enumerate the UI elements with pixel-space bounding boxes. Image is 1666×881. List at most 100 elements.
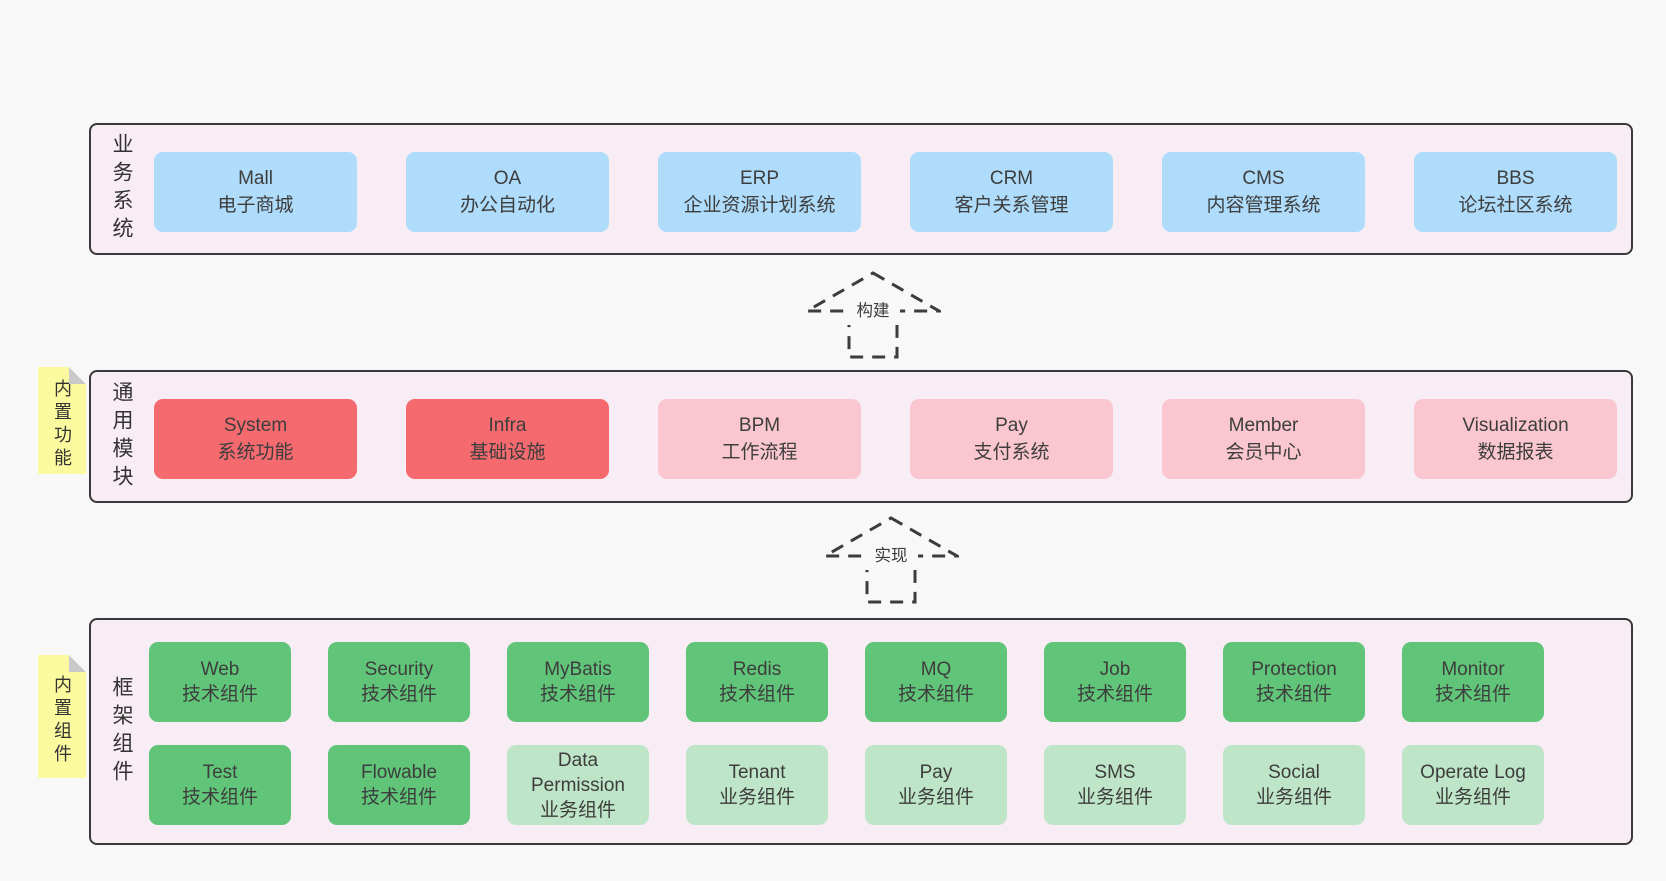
box-title: Operate Log [1420,762,1526,783]
note-label: 内置组件 [52,674,72,767]
box-infra: Infra 基础设施 [406,399,609,479]
arrow-implement-label: 实现 [875,546,908,565]
box-title: Mall [238,168,273,189]
box-title: System [223,415,288,436]
box-title: Social [1268,762,1320,783]
box-subtitle: 业务组件 [1434,787,1511,808]
box-subtitle: 技术组件 [360,684,437,705]
note-fold-corner-icon [69,367,86,384]
modules-boxes-row: System 系统功能 Infra 基础设施 BPM 工作流程 Pay 支付系统… [154,399,1617,479]
box-subtitle: 技术组件 [897,684,974,705]
box-title: CRM [989,168,1034,189]
box-oa: OA 办公自动化 [406,152,609,232]
box-subtitle: 电子商城 [217,195,294,216]
box-title: Security [364,659,434,680]
box-subtitle: 会员中心 [1225,442,1302,463]
box-subtitle: 技术组件 [1434,684,1511,705]
sticky-note-builtin-components: 内置组件 [38,655,86,778]
box-social: Social 业务组件 [1223,745,1365,825]
box-title: BPM [738,415,781,436]
framework-row-2: Test 技术组件 Flowable 技术组件 Data Permission … [149,745,1544,825]
arrow-up-implement-icon: 实现 [823,516,959,604]
box-bpm: BPM 工作流程 [658,399,861,479]
box-bbs: BBS 论坛社区系统 [1414,152,1617,232]
box-title: Redis [732,659,782,680]
box-system: System 系统功能 [154,399,357,479]
box-pay-biz: Pay 业务组件 [865,745,1007,825]
box-subtitle: 企业资源计划系统 [683,195,836,216]
panel-framework-components: 框架组件 Web 技术组件 Security 技术组件 MyBatis 技术组件… [89,618,1633,845]
box-tenant: Tenant 业务组件 [686,745,828,825]
box-title: Test [202,762,238,783]
panel-business-systems: 业务系统 Mall 电子商城 OA 办公自动化 ERP 企业资源计划系统 CRM… [89,123,1633,255]
box-mybatis: MyBatis 技术组件 [507,642,649,722]
box-pay: Pay 支付系统 [910,399,1113,479]
box-subtitle: 业务组件 [718,787,795,808]
box-subtitle: 系统功能 [217,442,294,463]
box-title: Infra [488,415,527,436]
panel-business-label: 业务系统 [110,133,133,245]
box-title: ERP [739,168,780,189]
business-boxes-row: Mall 电子商城 OA 办公自动化 ERP 企业资源计划系统 CRM 客户关系… [154,152,1617,232]
box-subtitle: 基础设施 [469,442,546,463]
box-monitor: Monitor 技术组件 [1402,642,1544,722]
box-title: MQ [920,659,952,680]
box-title: Pay [919,762,953,783]
box-operate-log: Operate Log 业务组件 [1402,745,1544,825]
box-title: OA [493,168,522,189]
box-subtitle: 技术组件 [181,787,258,808]
box-title: CMS [1242,168,1285,189]
box-subtitle: 办公自动化 [459,195,555,216]
box-subtitle: 技术组件 [1076,684,1153,705]
box-title: Visualization [1462,415,1569,436]
note-label: 内置功能 [52,378,72,471]
box-job: Job 技术组件 [1044,642,1186,722]
panel-common-modules: 通用模块 System 系统功能 Infra 基础设施 BPM 工作流程 Pay… [89,370,1633,503]
box-subtitle: 业务组件 [1255,787,1332,808]
note-fold-corner-icon [69,655,86,672]
box-title: Pay [995,415,1028,436]
box-subtitle: 客户关系管理 [954,195,1069,216]
box-subtitle: 数据报表 [1477,442,1554,463]
box-data-permission: Data Permission 业务组件 [507,745,649,825]
box-web: Web 技术组件 [149,642,291,722]
box-redis: Redis 技术组件 [686,642,828,722]
sticky-note-builtin-features: 内置功能 [38,367,86,474]
box-protection: Protection 技术组件 [1223,642,1365,722]
box-subtitle: 技术组件 [539,684,616,705]
box-subtitle: 支付系统 [973,442,1050,463]
box-subtitle: 技术组件 [1255,684,1332,705]
box-title: BBS [1496,168,1535,189]
framework-row-1: Web 技术组件 Security 技术组件 MyBatis 技术组件 Redi… [149,642,1544,722]
box-flowable: Flowable 技术组件 [328,745,470,825]
box-title: Member [1228,415,1299,436]
box-title: Protection [1251,659,1337,680]
box-title: Data Permission [531,749,625,796]
panel-modules-label: 通用模块 [110,380,133,493]
box-subtitle: 业务组件 [539,799,616,821]
box-subtitle: 技术组件 [181,684,258,705]
box-title: Tenant [728,762,786,783]
box-security: Security 技术组件 [328,642,470,722]
box-subtitle: 工作流程 [721,442,798,463]
box-subtitle: 内容管理系统 [1206,195,1321,216]
box-cms: CMS 内容管理系统 [1162,152,1365,232]
box-subtitle: 技术组件 [360,787,437,808]
arrow-up-build-icon: 构建 [805,271,941,359]
panel-framework-label: 框架组件 [110,675,133,788]
box-sms: SMS 业务组件 [1044,745,1186,825]
box-title: Flowable [360,762,438,783]
box-title: MyBatis [544,659,612,680]
box-title: Job [1099,659,1131,680]
box-test: Test 技术组件 [149,745,291,825]
box-subtitle: 技术组件 [718,684,795,705]
box-title: Monitor [1441,659,1505,680]
box-subtitle: 业务组件 [1076,787,1153,808]
box-mq: MQ 技术组件 [865,642,1007,722]
arrow-build-label: 构建 [857,301,890,320]
box-title: SMS [1094,762,1136,783]
box-crm: CRM 客户关系管理 [910,152,1113,232]
box-mall: Mall 电子商城 [154,152,357,232]
box-subtitle: 业务组件 [897,787,974,808]
